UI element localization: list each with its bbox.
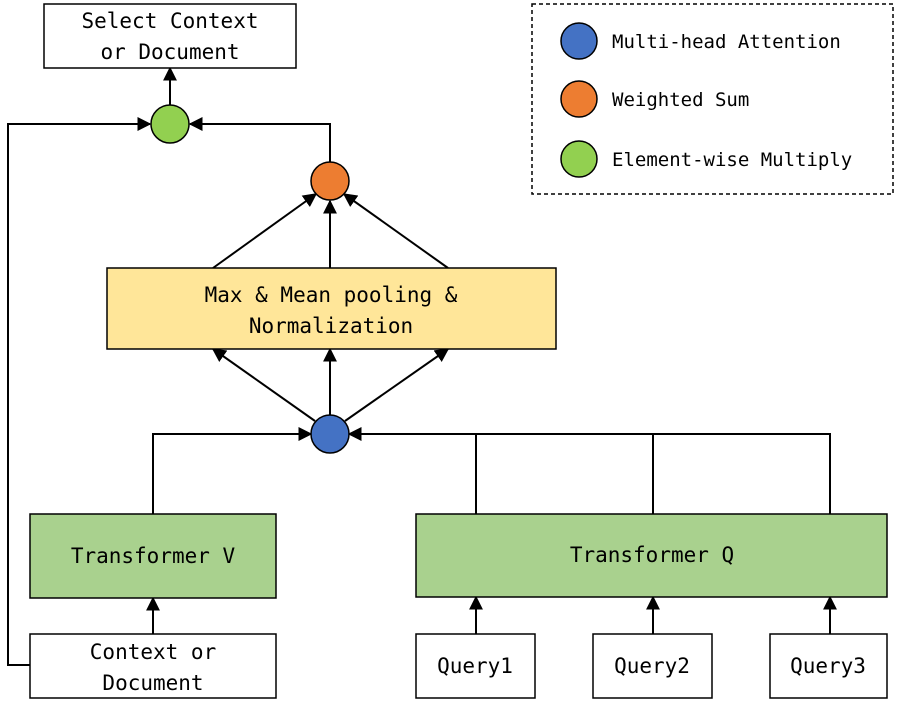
transformer-v-box: Transformer V bbox=[29, 513, 277, 599]
pooling-line-2: Normalization bbox=[249, 314, 413, 338]
edge-transformer-v-to-attn bbox=[152, 427, 313, 514]
multiply-circle bbox=[150, 104, 190, 144]
legend-item-multiply: Element-wise Multiply bbox=[560, 140, 852, 178]
legend-item-attention: Multi-head Attention bbox=[560, 22, 841, 60]
query2-box: Query2 bbox=[592, 633, 713, 699]
weighted-sum-circle bbox=[310, 161, 350, 201]
context-input-box: Context or Document bbox=[29, 633, 277, 699]
context-input-line-1: Context or bbox=[90, 640, 216, 664]
legend: Multi-head Attention Weighted Sum Elemen… bbox=[531, 3, 894, 195]
edges bbox=[7, 66, 837, 666]
edge-context-to-multiply bbox=[7, 117, 152, 666]
edge-pool-to-sum-right bbox=[342, 193, 449, 269]
context-input-line-2: Document bbox=[102, 671, 203, 695]
pooling-line-1: Max & Mean pooling & bbox=[205, 283, 458, 307]
edge-weighted-to-multiply bbox=[188, 117, 331, 162]
query3-label: Query3 bbox=[790, 654, 866, 678]
legend-weighted-sum-label: Weighted Sum bbox=[612, 89, 749, 111]
transformer-q-label: Transformer Q bbox=[570, 543, 734, 567]
legend-item-weighted-sum: Weighted Sum bbox=[560, 80, 749, 118]
select-output-box: Select Context or Document bbox=[43, 3, 297, 69]
attention-circle bbox=[310, 414, 350, 454]
legend-attention-swatch bbox=[560, 22, 598, 60]
transformer-v-label: Transformer V bbox=[71, 544, 236, 568]
pooling-box: Max & Mean pooling & Normalization bbox=[106, 267, 557, 350]
legend-multiply-label: Element-wise Multiply bbox=[612, 149, 852, 171]
edge-transformer-q-to-attn bbox=[347, 427, 831, 514]
edge-attn-to-pool-left bbox=[211, 348, 316, 422]
legend-attention-label: Multi-head Attention bbox=[612, 31, 841, 53]
query1-label: Query1 bbox=[437, 654, 513, 678]
edge-pool-to-sum-left bbox=[212, 193, 318, 269]
transformer-q-box: Transformer Q bbox=[415, 513, 888, 598]
legend-multiply-swatch bbox=[560, 140, 598, 178]
query1-box: Query1 bbox=[415, 633, 536, 699]
legend-weighted-sum-swatch bbox=[560, 80, 598, 118]
select-output-line-1: Select Context bbox=[81, 9, 258, 33]
query2-label: Query2 bbox=[614, 654, 690, 678]
select-output-line-2: or Document bbox=[100, 40, 239, 64]
query3-box: Query3 bbox=[769, 633, 888, 699]
edge-attn-to-pool-right bbox=[344, 348, 450, 422]
